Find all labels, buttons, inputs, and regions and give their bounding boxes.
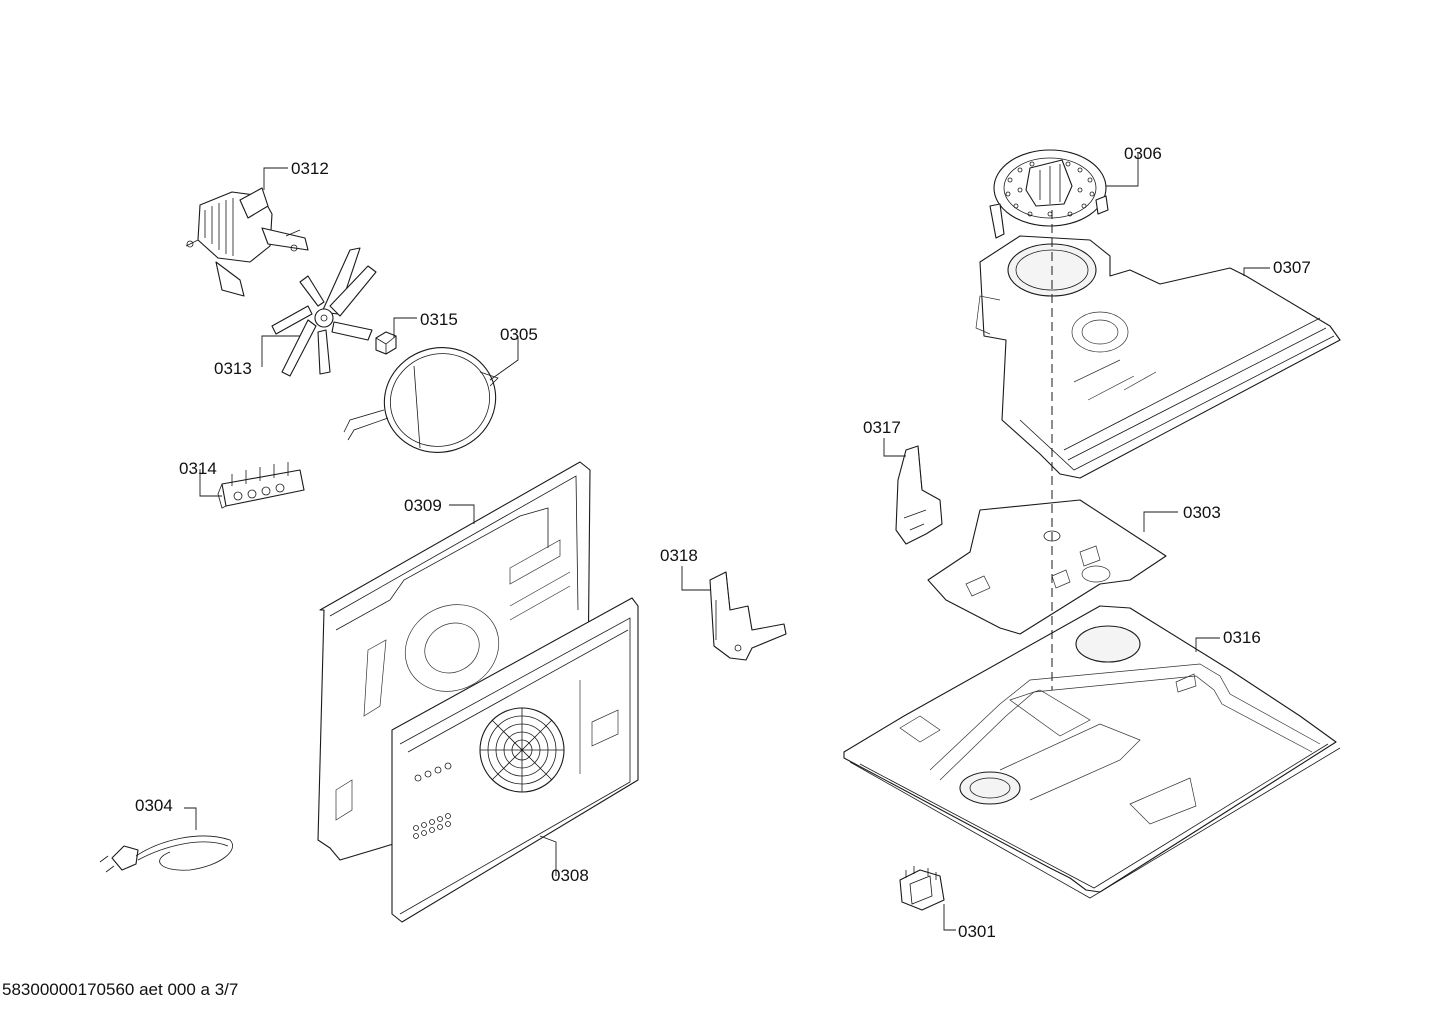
part-0312-fan-motor <box>185 187 309 297</box>
part-0305-ring-heater <box>343 347 499 453</box>
part-0313-fan-wheel <box>271 247 377 377</box>
callout-0316: 0316 <box>1223 628 1261 647</box>
callout-0314: 0314 <box>179 459 217 478</box>
callout-0313: 0313 <box>214 359 252 378</box>
callout-0315: 0315 <box>420 310 458 329</box>
callout-0308: 0308 <box>551 866 589 885</box>
callout-0307: 0307 <box>1273 258 1311 277</box>
part-0308-front-panel <box>391 597 639 923</box>
callout-0318: 0318 <box>660 546 698 565</box>
document-reference: 58300000170560 aet 000 a 3/7 <box>2 980 239 999</box>
callout-0312: 0312 <box>291 159 329 178</box>
callout-0317: 0317 <box>863 418 901 437</box>
part-0318-bracket <box>709 571 787 661</box>
callout-0303: 0303 <box>1183 503 1221 522</box>
part-0304-power-cable <box>99 835 233 873</box>
part-0317-bracket <box>895 445 943 545</box>
callout-0305: 0305 <box>500 325 538 344</box>
part-0314-terminal-block <box>217 462 305 509</box>
callout-0304: 0304 <box>135 796 173 815</box>
callout-0309: 0309 <box>404 496 442 515</box>
part-0315-nut <box>375 331 397 355</box>
part-0303-cover-plate <box>927 499 1167 635</box>
callout-0301: 0301 <box>958 922 996 941</box>
part-0309-rear-panel <box>317 461 591 861</box>
part-0301-switch <box>899 866 945 911</box>
callout-labels: 0312 0313 0315 0305 0314 0309 0304 0308 … <box>135 144 1311 941</box>
leader-lines <box>184 154 1270 931</box>
part-0306-cooling-fan <box>989 149 1109 239</box>
part-0316-base-plate <box>843 605 1341 899</box>
callout-0306: 0306 <box>1124 144 1162 163</box>
part-0307-fan-housing <box>975 235 1341 479</box>
